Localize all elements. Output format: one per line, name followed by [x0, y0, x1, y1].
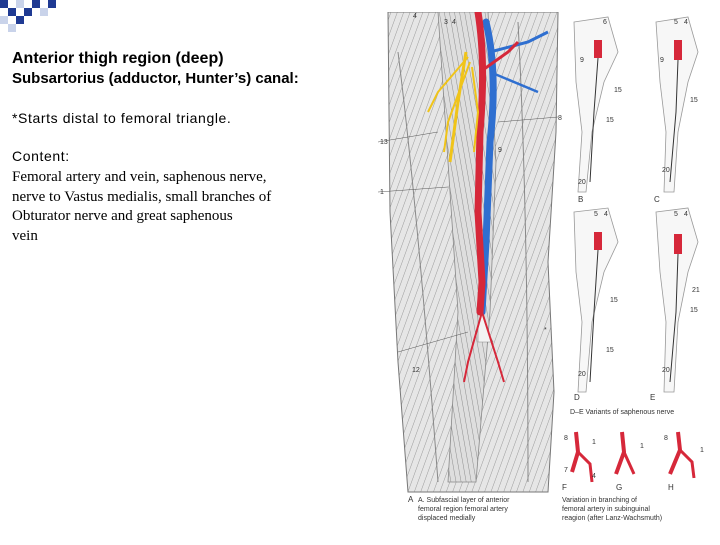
svg-text:8: 8 [564, 435, 568, 442]
svg-text:13: 13 [380, 139, 388, 146]
svg-text:20: 20 [662, 367, 670, 374]
panel-label-c: C [654, 195, 660, 204]
svg-text:6: 6 [603, 19, 607, 26]
caption-a: A A. Subfascial layer of anterior femora… [408, 495, 510, 522]
panel-e: 5 4 21 15 20 E [650, 207, 700, 402]
svg-text:5: 5 [674, 211, 678, 218]
panel-b: 6 9 15 15 20 B [573, 16, 622, 204]
femoral-artery [474, 8, 487, 316]
svg-text:4: 4 [604, 211, 608, 218]
caption-a-line: displaced medially [418, 515, 476, 522]
svg-text:8: 8 [558, 115, 562, 122]
svg-text:15: 15 [606, 117, 614, 124]
svg-text:15: 15 [614, 87, 622, 94]
svg-text:1: 1 [640, 443, 644, 450]
svg-text:15: 15 [606, 347, 614, 354]
caption-a-line: femoral region femoral artery [418, 506, 508, 513]
caption-fh-line: femoral artery in subinguinal [562, 506, 650, 513]
svg-text:20: 20 [662, 167, 670, 174]
svg-text:9: 9 [660, 57, 664, 64]
svg-text:21: 21 [692, 287, 700, 294]
svg-text:1: 1 [380, 189, 384, 196]
content-line: nerve to Vastus medialis, small branches… [12, 188, 272, 205]
svg-text:*: * [544, 327, 547, 334]
panel-label-g: G [616, 483, 622, 492]
svg-text:4: 4 [684, 211, 688, 218]
svg-text:1: 1 [700, 447, 704, 454]
saphenous-nerve [448, 51, 468, 163]
svg-text:3: 3 [444, 19, 448, 26]
panel-label-e: E [650, 393, 655, 402]
content-line: Femoral artery and vein, saphenous nerve… [12, 169, 267, 185]
svg-text:5: 5 [674, 19, 678, 26]
svg-text:8: 8 [664, 435, 668, 442]
svg-text:4: 4 [684, 19, 688, 26]
note-text: *Starts distal to femoral triangle. [12, 110, 232, 126]
svg-text:1: 1 [592, 439, 596, 446]
content-label: Content: [12, 148, 70, 164]
caption-de: D–E Variants of saphenous nerve [570, 409, 674, 416]
corner-decoration [0, 0, 60, 40]
panel-label-f: F [562, 483, 567, 492]
anatomy-illustration: 4 3 4 13 1 8 9 12 * 6 9 15 15 20 B 5 [377, 8, 720, 540]
slide-title: Anterior thigh region (deep) [12, 50, 224, 67]
panel-label-a: A [408, 495, 414, 504]
svg-text:9: 9 [580, 57, 584, 64]
femoral-vein [478, 18, 497, 316]
panel-label-h: H [668, 483, 674, 492]
panel-label-b: B [578, 195, 583, 204]
caption-fh-line: reagion (after Lanz-Wachsmuth) [562, 515, 662, 522]
content-line: vein [12, 227, 38, 244]
svg-text:5: 5 [594, 211, 598, 218]
svg-text:20: 20 [578, 179, 586, 186]
svg-text:15: 15 [610, 297, 618, 304]
svg-text:4: 4 [592, 473, 596, 480]
svg-text:7: 7 [564, 467, 568, 474]
panel-a-thigh: 4 3 4 13 1 8 9 12 * [377, 8, 562, 493]
svg-text:9: 9 [498, 147, 502, 154]
svg-text:15: 15 [690, 97, 698, 104]
svg-text:20: 20 [578, 371, 586, 378]
content-body: Femoral artery and vein, saphenous nerve… [12, 168, 382, 246]
panel-d: 5 4 15 15 20 D [573, 207, 619, 402]
caption-a-line: A. Subfascial layer of anterior [418, 497, 510, 504]
svg-text:4: 4 [452, 19, 456, 26]
svg-text:12: 12 [412, 367, 420, 374]
panel-label-d: D [574, 393, 580, 402]
svg-text:4: 4 [413, 13, 417, 20]
caption-fh-line: Variation in branching of [562, 497, 637, 504]
svg-text:15: 15 [690, 307, 698, 314]
panel-fgh: 8 1 7 4 1 8 1 F G H [562, 431, 704, 492]
slide-subtitle: Subsartorius (adductor, Hunter’s) canal: [12, 70, 299, 87]
panel-c: 5 4 9 15 20 C [654, 16, 699, 204]
caption-fh: Variation in branching of femoral artery… [562, 497, 662, 522]
content-line: Obturator nerve and great saphenous [12, 208, 233, 224]
